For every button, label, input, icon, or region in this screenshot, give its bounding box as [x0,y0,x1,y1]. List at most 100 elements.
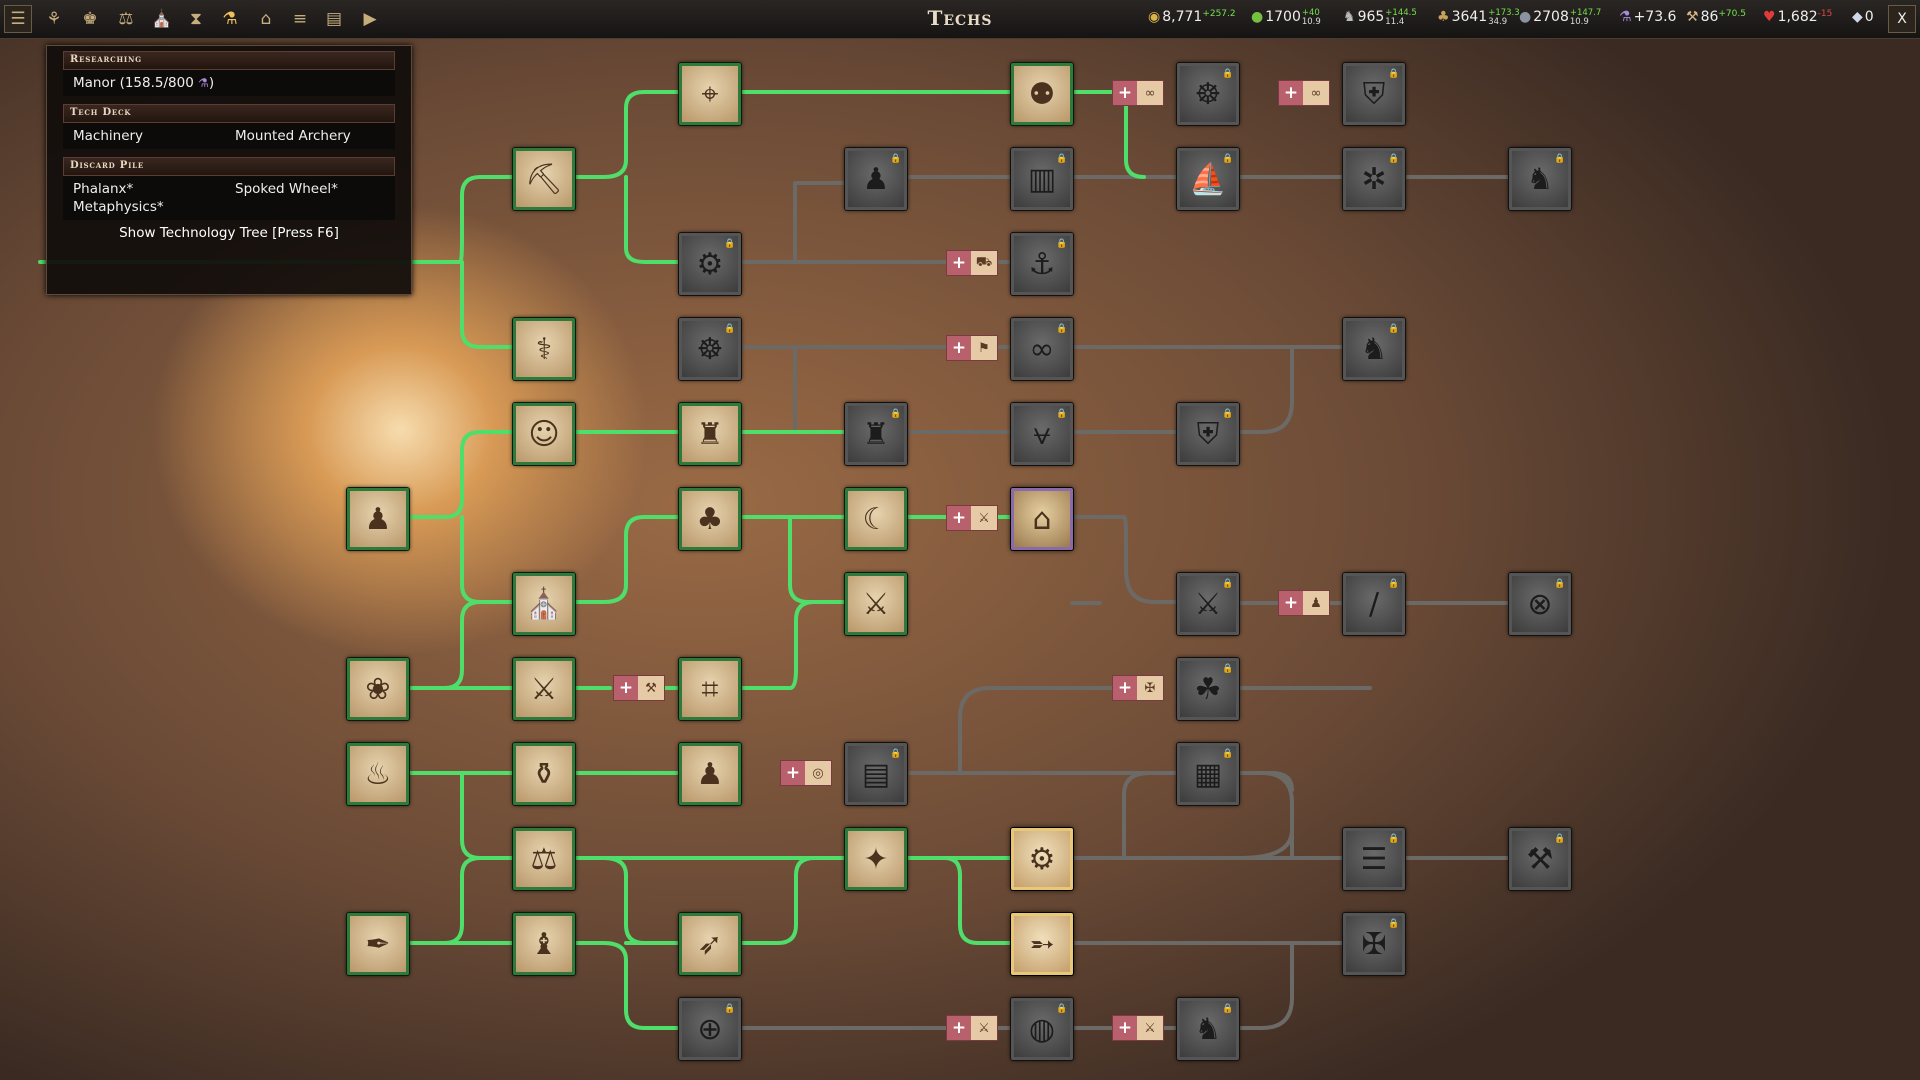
deck-item[interactable]: Machinery [73,128,144,144]
resource-value: 8,771 [1162,9,1203,25]
discard-item[interactable]: Phalanx* [73,181,134,197]
tech-node-wheel[interactable]: ☸ [679,318,741,380]
tech-node-mining[interactable]: ⛏ [513,148,575,210]
flask-icon[interactable]: ⚗ [222,9,238,29]
unlock-marker-u2[interactable]: +∞ [1278,80,1330,106]
tech-node-shield[interactable]: ⊗ [1509,573,1571,635]
unlock-marker-u1[interactable]: +∞ [1112,80,1164,106]
tech-node-wealth[interactable]: ⚉ [1011,63,1073,125]
unlock-marker-u9[interactable]: +◎ [780,760,832,786]
tech-node-chess[interactable]: ♞ [1177,998,1239,1060]
resource-gems[interactable]: ◆0 [1852,9,1874,31]
resource-production[interactable]: ⚒86+70.5 [1686,9,1746,31]
hourglass-icon[interactable]: ⧗ [190,9,202,29]
close-button[interactable]: X [1888,5,1916,33]
tech-node-senate[interactable]: ♝ [513,913,575,975]
stone-icon: ● [1519,9,1532,25]
tech-node-herding[interactable]: ⚕ [513,318,575,380]
resource-science[interactable]: ⚗+73.6 [1619,9,1676,31]
show-technology-tree-button[interactable]: Show Technology Tree [Press F6] [119,225,339,241]
crown-icon[interactable]: ♚ [82,9,98,29]
tech-node-forestry[interactable]: ♣ [679,488,741,550]
tech-node-snare[interactable]: ❀ [347,658,409,720]
tech-node-manor[interactable]: ⌂ [1011,488,1073,550]
temple-icon[interactable]: ⛪ [151,9,173,29]
tech-node-gatehouse[interactable]: ♜ [845,403,907,465]
tech-node-helmet[interactable]: ⛨ [1177,403,1239,465]
unlock-marker-u3[interactable]: +⛟ [946,250,998,276]
tech-node-eagle[interactable]: ✲ [1343,148,1405,210]
lock-icon [1222,663,1232,675]
tech-node-plate-armor[interactable]: ⛨ [1343,63,1405,125]
tech-node-castle[interactable]: ♜ [679,403,741,465]
discard-item[interactable]: Metaphysics* [73,199,164,215]
tech-node-monk[interactable]: ♟ [679,743,741,805]
tech-node-treasury[interactable]: ✦ [845,828,907,890]
tech-node-chains[interactable]: ∞ [1011,318,1073,380]
unlock-marker-u6[interactable]: +♟ [1278,590,1330,616]
researching-body[interactable]: Manor (158.5/800 ⚗) [63,70,395,96]
menu-icon[interactable]: ☰ [4,5,32,33]
tech-node-archery[interactable]: ➶ [679,913,741,975]
play-icon[interactable]: ▶ [363,9,377,29]
soldier-icon: ♟ [1303,591,1329,615]
tech-node-bookmaking[interactable]: ▤ [845,743,907,805]
tech-node-compass[interactable]: ⩝ [1011,403,1073,465]
laurel-icon[interactable]: ⚘ [46,9,62,29]
gears-icon: ⚙ [1028,841,1056,877]
compass-icon: ⩝ [1033,416,1051,452]
tech-node-map[interactable]: ⌗ [679,658,741,720]
tech-node-telescope[interactable]: ⌖ [679,63,741,125]
tech-node-trebuchet[interactable]: ⚓ [1011,233,1073,295]
unlock-marker-u10[interactable]: +⚔ [946,1015,998,1041]
discard-pile-list: Phalanx* Spoked Wheel* Metaphysics* [63,176,395,220]
tech-node-banking[interactable]: ☰ [1343,828,1405,890]
tech-node-sailing[interactable]: ⛵ [1177,148,1239,210]
unlock-marker-u8[interactable]: +✠ [1112,675,1164,701]
tech-node-mounted-archery[interactable]: ➵ [1011,913,1073,975]
tech-node-theatre[interactable]: ☺ [513,403,575,465]
tech-node-pike[interactable]: ∕ [1343,573,1405,635]
tech-node-waterwheel[interactable]: ☸ [1177,63,1239,125]
tech-node-writing[interactable]: ✒ [347,913,409,975]
tech-node-temple[interactable]: ⛪ [513,573,575,635]
tech-node-warriors[interactable]: ⚔ [513,658,575,720]
lock-icon [1222,68,1232,80]
tech-node-globe[interactable]: ◍ [1011,998,1073,1060]
tech-node-pottery[interactable]: ⚱ [513,743,575,805]
unlock-marker-u7[interactable]: +⚒ [613,675,665,701]
scroll-icon[interactable]: ≡ [292,9,308,29]
tech-node-bust[interactable]: ♟ [347,488,409,550]
tech-node-knight[interactable]: ♞ [1509,148,1571,210]
tech-node-worker[interactable]: ♟ [845,148,907,210]
tech-node-machinery[interactable]: ⚙ [1011,828,1073,890]
tech-node-printing[interactable]: ▦ [1177,743,1239,805]
book-icon[interactable]: ▤ [325,9,343,29]
unlock-marker-u5[interactable]: +⚔ [946,505,998,531]
tech-node-cavalry[interactable]: ♞ [1343,318,1405,380]
tech-node-swords[interactable]: ⚔ [1177,573,1239,635]
tech-node-astronomy[interactable]: ⊕ [679,998,741,1060]
tech-node-law[interactable]: ⚖ [513,828,575,890]
tech-node-painting[interactable]: ☘ [1177,658,1239,720]
tech-node-sickle[interactable]: ☾ [845,488,907,550]
lock-icon [1056,238,1066,250]
tech-node-crossbow[interactable]: ✠ [1343,913,1405,975]
tech-node-library[interactable]: ▥ [1011,148,1073,210]
unlock-marker-u4[interactable]: +⚑ [946,335,998,361]
resource-health[interactable]: ♥1,682-15 [1763,9,1832,31]
tech-node-engineering[interactable]: ⚒ [1509,828,1571,890]
tech-node-axes[interactable]: ⚔ [845,573,907,635]
unlock-marker-u11[interactable]: +⚔ [1112,1015,1164,1041]
scales-icon[interactable]: ⚖ [118,9,134,29]
tech-node-cooking[interactable]: ♨ [347,743,409,805]
tech-node-siege[interactable]: ⚙ [679,233,741,295]
house-icon[interactable]: ⌂ [260,9,272,29]
deck-item[interactable]: Mounted Archery [235,128,351,144]
discard-item[interactable]: Spoked Wheel* [235,181,338,197]
resource-gold[interactable]: ◉8,771+257.2 [1148,9,1236,31]
